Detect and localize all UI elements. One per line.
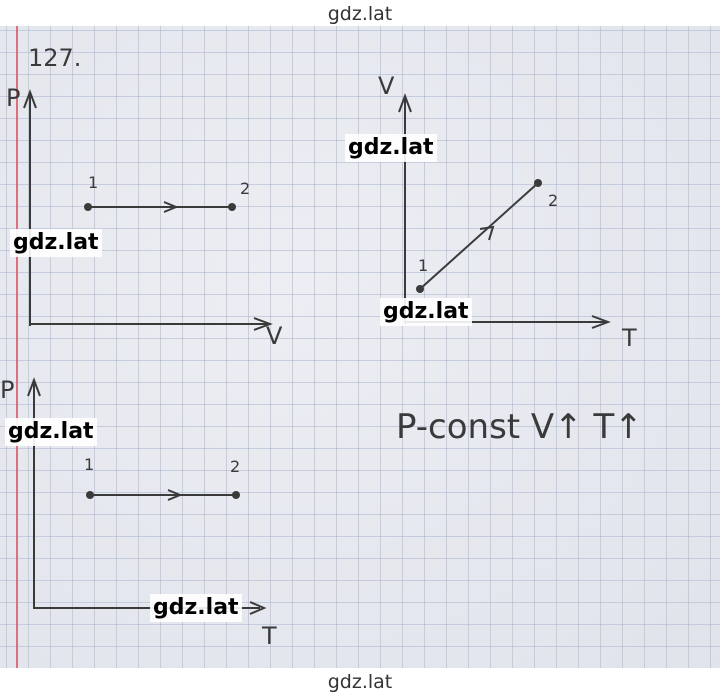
pt-direction-arrow-icon (167, 489, 183, 501)
watermark-overlay: gdz.lat (380, 298, 472, 326)
pv-point-1-label: 1 (88, 173, 98, 192)
pv-y-label: P (6, 84, 20, 112)
conclusion-text: P-const V↑ T↑ (396, 407, 643, 447)
vt-y-label: V (378, 72, 395, 100)
margin-line (16, 26, 18, 668)
pv-point-1 (84, 203, 92, 211)
vt-process-line (419, 182, 539, 290)
vt-point-2 (534, 179, 542, 187)
pt-point-1-label: 1 (84, 455, 94, 474)
pv-point-2 (228, 203, 236, 211)
watermark-header: gdz.lat (327, 3, 393, 25)
graph-pv: P V 1 2 (6, 84, 283, 350)
pv-direction-arrow-icon (163, 201, 179, 213)
vt-y-arrow-icon (398, 93, 412, 113)
pv-x-label: V (266, 322, 283, 350)
pv-point-2-label: 2 (240, 179, 250, 198)
vt-x-label: T (621, 324, 637, 352)
vt-point-2-label: 2 (548, 191, 558, 210)
handwritten-solution: 127. P V 1 2 V T 1 (0, 44, 643, 650)
vt-direction-arrow-icon (479, 225, 495, 241)
pv-y-arrow-icon (23, 89, 37, 109)
watermark-overlay: gdz.lat (150, 594, 242, 622)
problem-number: 127. (28, 44, 81, 72)
watermark-overlay: gdz.lat (345, 134, 437, 162)
watermark-footer: gdz.lat (327, 671, 393, 693)
graph-pt: P T 1 2 (0, 376, 277, 650)
pt-point-2-label: 2 (230, 457, 240, 476)
watermark-overlay: gdz.lat (5, 418, 97, 446)
pt-point-2 (232, 491, 240, 499)
pt-y-label: P (0, 376, 14, 404)
pt-x-label: T (261, 622, 277, 650)
pt-point-1 (86, 491, 94, 499)
vt-x-arrow-icon (591, 315, 611, 329)
watermark-overlay: gdz.lat (10, 229, 102, 257)
pv-x-arrow-icon (253, 317, 273, 331)
vt-point-1-label: 1 (418, 256, 428, 275)
notebook-page: 127. P V 1 2 V T 1 (0, 26, 720, 668)
vt-point-1 (416, 285, 424, 293)
pt-y-arrow-icon (27, 377, 41, 397)
pt-x-arrow-icon (249, 601, 267, 615)
